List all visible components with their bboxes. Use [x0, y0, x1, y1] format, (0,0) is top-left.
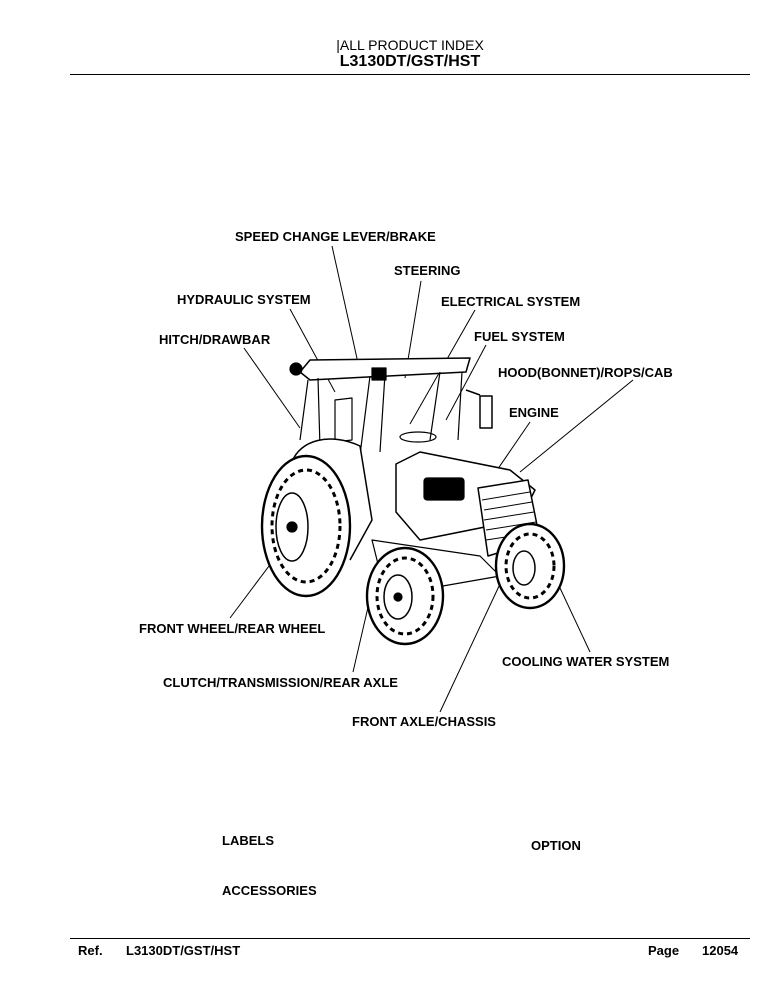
section-speed-change-lever-brake[interactable]: SPEED CHANGE LEVER/BRAKE	[235, 229, 436, 244]
section-cooling-water-system[interactable]: COOLING WATER SYSTEM	[502, 654, 670, 669]
section-front-axle-chassis[interactable]: FRONT AXLE/CHASSIS	[352, 714, 496, 729]
page-number: 12054	[702, 943, 739, 958]
section-hitch-drawbar[interactable]: HITCH/DRAWBAR	[159, 332, 271, 347]
section-hood-rops-cab[interactable]: HOOD(BONNET)/ROPS/CAB	[498, 365, 673, 380]
section-electrical-system[interactable]: ELECTRICAL SYSTEM	[441, 294, 581, 309]
ref-model: L3130DT/GST/HST	[126, 943, 241, 958]
section-hydraulic-system[interactable]: HYDRAULIC SYSTEM	[177, 292, 311, 307]
section-front-wheel-rear-wheel[interactable]: FRONT WHEEL/REAR WHEEL	[139, 621, 326, 636]
index-title: |ALL PRODUCT INDEX	[336, 37, 484, 53]
section-labels[interactable]: LABELS	[222, 833, 274, 848]
model-title: L3130DT/GST/HST	[339, 53, 481, 70]
section-engine[interactable]: ENGINE	[509, 405, 559, 420]
section-clutch-transmission-rear-axle[interactable]: CLUTCH/TRANSMISSION/REAR AXLE	[163, 675, 398, 690]
section-fuel-system[interactable]: FUEL SYSTEM	[474, 329, 565, 344]
footer-rule	[70, 938, 750, 939]
header-rule	[70, 74, 750, 75]
section-option[interactable]: OPTION	[531, 838, 581, 853]
ref-label: Ref.	[78, 943, 103, 958]
page-label: Page	[648, 943, 680, 958]
section-steering[interactable]: STEERING	[394, 263, 461, 278]
section-accessories[interactable]: ACCESSORIES	[222, 883, 317, 898]
